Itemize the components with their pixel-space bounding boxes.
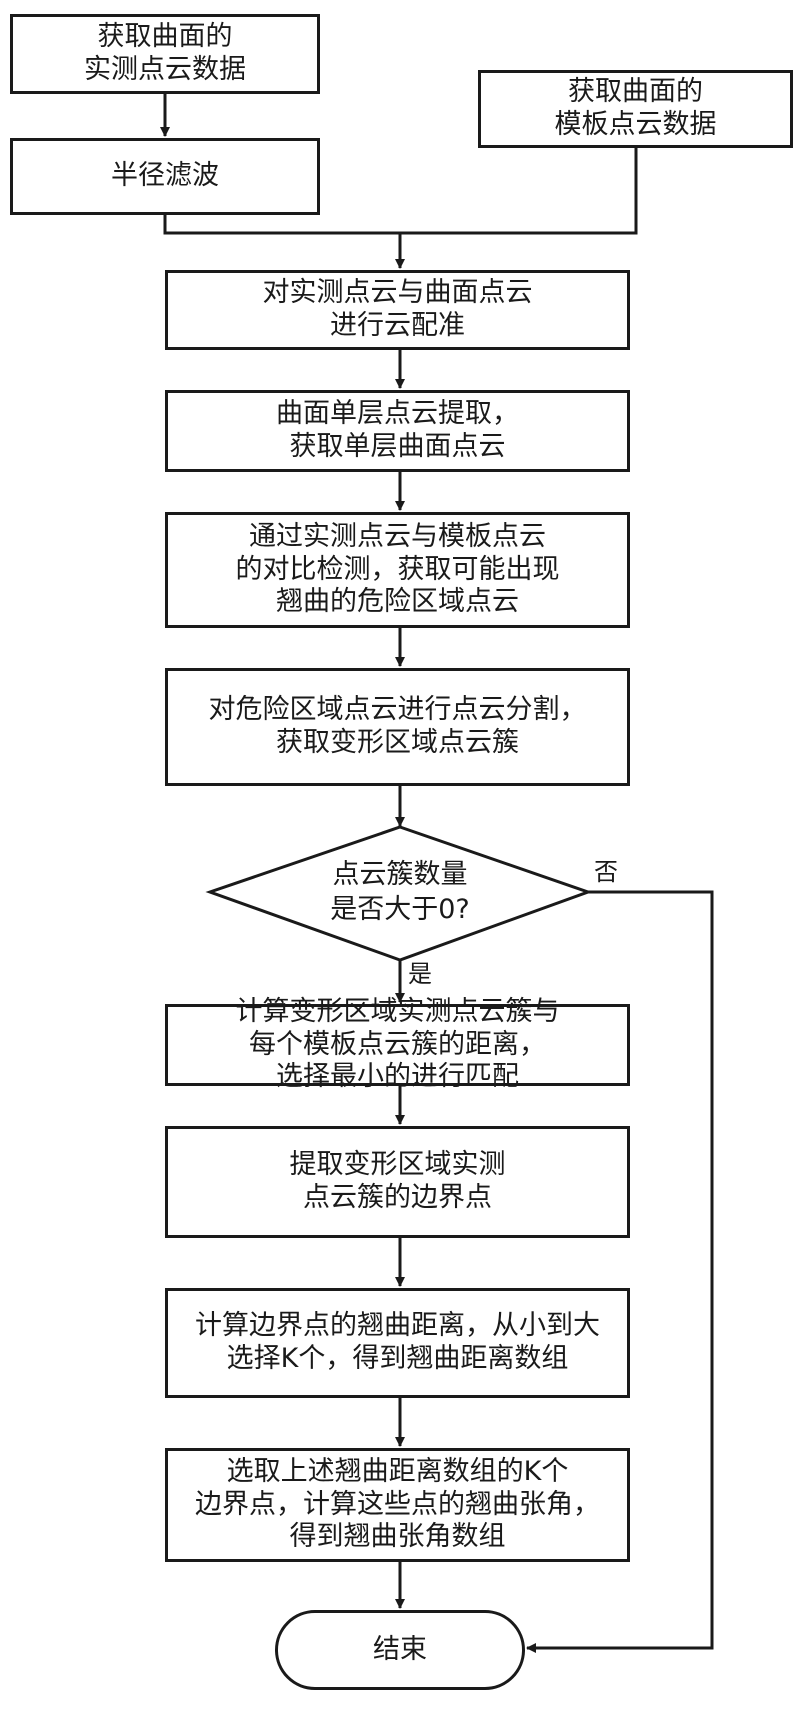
node-template-data: 获取曲面的 模板点云数据 [478,70,793,148]
node-matching: 计算变形区域实测点云簇与 每个模板点云簇的距离， 选择最小的进行匹配 [165,996,630,1092]
edge-n8-n13-no [526,890,714,1653]
edge-label-no: 否 [594,858,618,886]
node-registration: 对实测点云与曲面点云 进行云配准 [165,270,630,350]
node-radius-filter: 半径滤波 [10,138,320,215]
node-layer-extraction: 曲面单层点云提取， 获取单层曲面点云 [165,390,630,472]
node-boundary-points: 提取变形区域实测 点云簇的边界点 [165,1126,630,1238]
node-comparison-detection: 通过实测点云与模板点云 的对比检测，获取可能出现 翘曲的危险区域点云 [165,512,630,628]
node-warp-distance: 计算边界点的翘曲距离，从小到大 选择K个，得到翘曲距离数组 [165,1288,630,1398]
decision-text: 点云簇数量 是否大于0? [330,858,470,925]
decision-diamond [205,825,593,962]
edge-label-yes: 是 [408,960,432,988]
node-segmentation: 对危险区域点云进行点云分割， 获取变形区域点云簇 [165,668,630,786]
node-measured-data: 获取曲面的 实测点云数据 [10,14,320,94]
node-warp-angle: 选取上述翘曲距离数组的K个 边界点，计算这些点的翘曲张角， 得到翘曲张角数组 [165,1448,630,1562]
node-end: 结束 [275,1610,525,1690]
edge-n2-merge [400,146,638,235]
edge-n3-merge [163,213,400,235]
